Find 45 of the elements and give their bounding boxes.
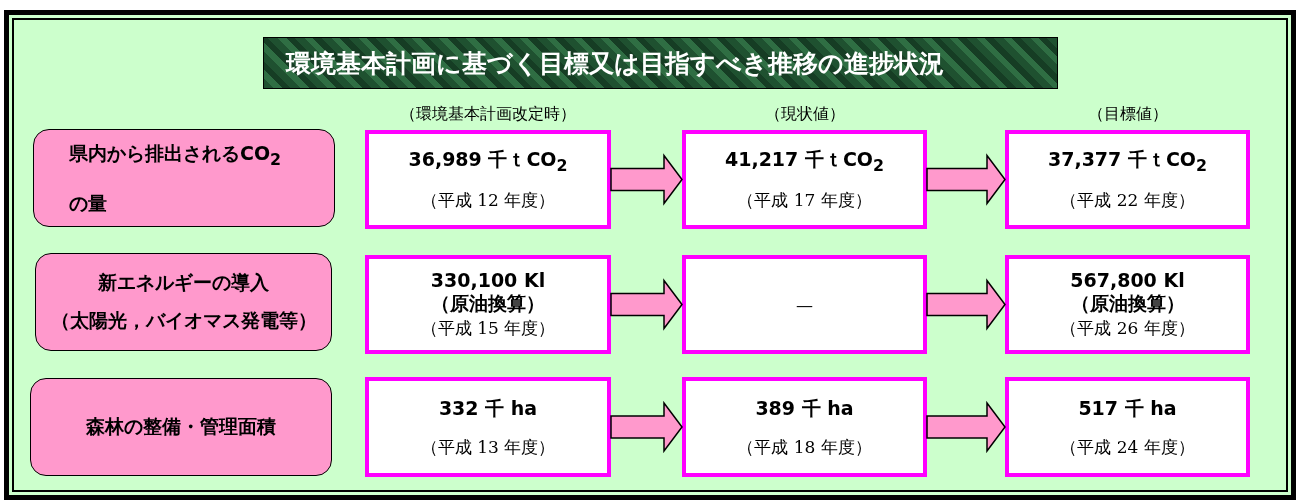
category-label: （太陽光，バイオマス発電等） xyxy=(50,308,317,333)
category-box xyxy=(33,129,335,227)
value-box xyxy=(1005,377,1250,477)
value-text: — xyxy=(796,294,813,315)
value-text: （原油換算） xyxy=(431,291,545,316)
value-box xyxy=(1005,255,1250,354)
block-arrow xyxy=(926,278,1006,331)
value-box xyxy=(1005,130,1250,229)
column-heading: （現状値） xyxy=(763,104,846,125)
block-arrow xyxy=(610,153,683,206)
column-heading: （環境基本計画改定時） xyxy=(399,104,577,125)
category-label: 森林の整備・管理面積 xyxy=(86,414,276,439)
value-text: 389 千 ha xyxy=(755,395,854,421)
category-label: 県内から排出されるCO$_{2}$の量 xyxy=(69,140,283,217)
category-box xyxy=(30,378,332,476)
block-arrow xyxy=(610,278,683,331)
period-text: （平成 24 年度） xyxy=(1060,435,1195,459)
period-text: （平成 18 年度） xyxy=(737,435,872,459)
block-arrow xyxy=(610,400,683,454)
value-text: （原油換算） xyxy=(1070,291,1185,316)
period-text: （平成 22 年度） xyxy=(1060,188,1195,212)
category-box xyxy=(35,253,332,351)
column-heading: （目標値） xyxy=(1086,104,1169,125)
period-text: （平成 26 年度） xyxy=(1060,317,1195,340)
period-text: （平成 17 年度） xyxy=(737,188,872,212)
value-text: 517 千 ha xyxy=(1078,395,1177,421)
value-text: 567,800 Kl xyxy=(1070,269,1185,291)
value-text: 332 千 ha xyxy=(438,395,538,421)
value-text: 330,100 Kl xyxy=(430,269,546,291)
category-label: 新エネルギーの導入 xyxy=(98,270,269,295)
value-box xyxy=(365,130,611,229)
title-banner: 環境基本計画に基づく目標又は目指すべき推移の進捗状況 xyxy=(263,37,1058,89)
period-text: （平成 12 年度） xyxy=(420,188,556,212)
value-box xyxy=(682,377,927,477)
value-box xyxy=(682,255,927,354)
value-box xyxy=(365,255,611,354)
value-box xyxy=(365,377,611,477)
block-arrow xyxy=(926,400,1006,454)
value-text: 36,989 千ｔCO$_{2}$ xyxy=(408,147,568,175)
block-arrow xyxy=(926,153,1006,206)
value-text: 41,217 千ｔCO$_{2}$ xyxy=(724,147,884,175)
period-text: （平成 13 年度） xyxy=(420,435,556,459)
period-text: （平成 15 年度） xyxy=(420,317,556,340)
value-text: 37,377 千ｔCO$_{2}$ xyxy=(1047,147,1207,175)
value-box xyxy=(682,130,927,229)
